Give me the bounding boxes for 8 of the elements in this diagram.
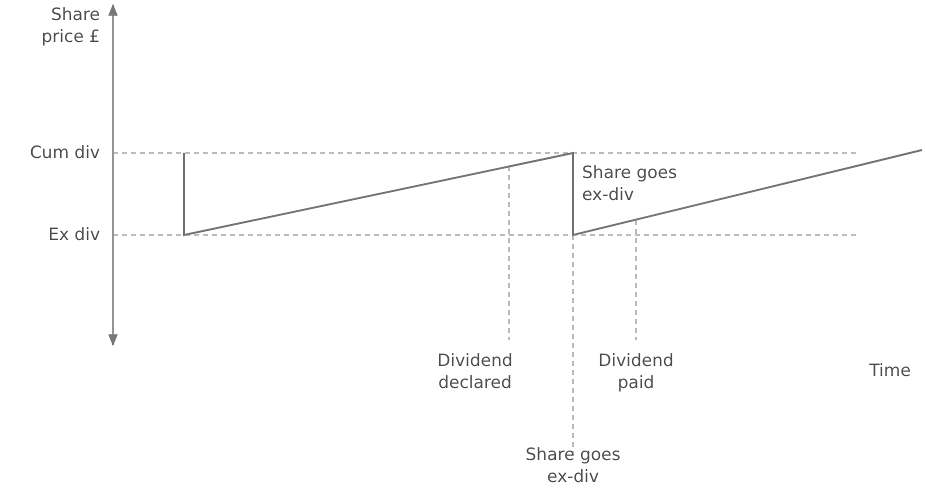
annotation: Dividend paid [597,350,675,394]
axis-label: Ex div [47,224,100,246]
axis-label: Cum div [28,142,100,164]
annotation: Share goes ex-div [524,444,622,488]
axis-title: Share price £ [40,4,100,48]
axis-title: Time [868,360,912,382]
annotation: Share goes ex-div [582,162,678,206]
annotation: Dividend declared [436,350,514,394]
